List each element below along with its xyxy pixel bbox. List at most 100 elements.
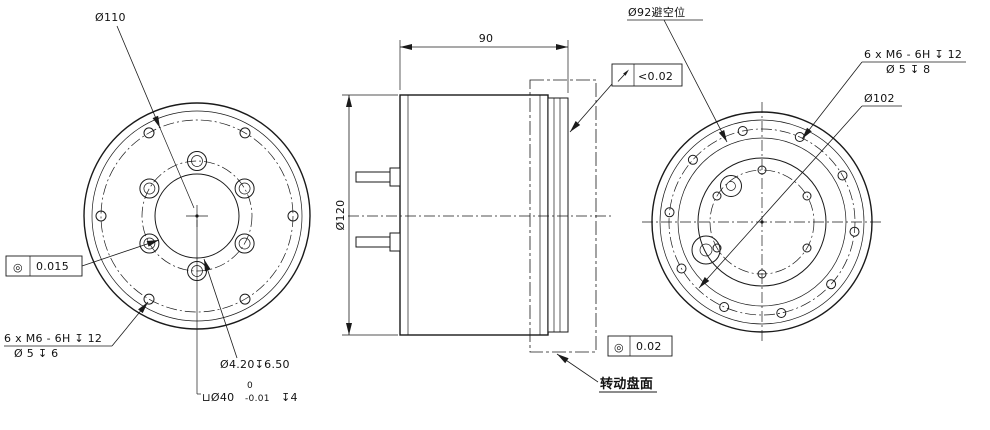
fcf-value: 0.02 bbox=[636, 340, 662, 353]
width-dimension: 90 bbox=[399, 32, 569, 93]
boss-note-suffix: ↧4 bbox=[281, 391, 298, 404]
clearance-note-group: Ø92避空位 bbox=[627, 5, 728, 143]
rear-feature-holes bbox=[691, 175, 742, 265]
bolt-hole bbox=[664, 207, 675, 218]
note-leader bbox=[111, 301, 149, 347]
bolt-hole bbox=[719, 302, 730, 312]
front-diameter-label: Ø110 bbox=[95, 11, 126, 24]
note-leader bbox=[663, 19, 728, 143]
rear-inner-holes bbox=[712, 165, 812, 279]
rear-outer-circle bbox=[651, 111, 873, 333]
runout-leader bbox=[569, 83, 613, 133]
front-diameter-leader-ext bbox=[159, 127, 195, 209]
dia-dim-text: Ø120 bbox=[334, 200, 347, 231]
bolt-hole bbox=[95, 210, 107, 222]
screw-hole-inner bbox=[238, 237, 251, 250]
center-hole-note: Ø4.20↧6.50 bbox=[220, 358, 290, 371]
rear-outer-holes bbox=[664, 126, 860, 318]
rear-center-point bbox=[760, 220, 764, 224]
side-fcf-concentricity: ◎ 0.02 bbox=[607, 335, 673, 357]
bolt-hole bbox=[849, 226, 860, 237]
bolt-hole bbox=[676, 263, 687, 274]
pin-base bbox=[389, 167, 401, 187]
bolt-circle-note: Ø102 bbox=[864, 92, 895, 105]
screw-hole-inner bbox=[238, 182, 251, 195]
pin-shaft bbox=[355, 236, 391, 248]
fcf-frame bbox=[611, 63, 683, 87]
width-dim-text: 90 bbox=[479, 32, 494, 45]
bolt-hole bbox=[826, 279, 837, 290]
runout-icon bbox=[617, 69, 629, 82]
thread-note-line2: Ø 5 ↧ 8 bbox=[886, 63, 930, 76]
bolt-hole bbox=[776, 308, 787, 318]
clearance-note: Ø92避空位 bbox=[628, 5, 685, 19]
inner-hole bbox=[712, 191, 722, 201]
front-bottom-notes: Ø4.20↧6.50 0 ⊔Ø40 -0.01 ↧4 bbox=[196, 220, 298, 404]
note-leader bbox=[698, 105, 863, 289]
center-hole-leader bbox=[203, 258, 238, 359]
inner-hole bbox=[712, 243, 722, 253]
front-bolt-circle bbox=[100, 119, 294, 313]
concentricity-icon: ◎ bbox=[614, 341, 624, 354]
pin-base bbox=[389, 232, 401, 252]
counterbored-hole bbox=[720, 175, 742, 197]
disc-envelope-phantom bbox=[529, 79, 597, 353]
pin-shaft bbox=[355, 171, 391, 183]
rotor-disc bbox=[547, 97, 569, 333]
fcf-leader bbox=[81, 239, 160, 267]
inner-hole bbox=[757, 269, 767, 279]
bolt-hole bbox=[143, 127, 155, 139]
runout-value: <0.02 bbox=[638, 70, 673, 83]
counterbored-hole bbox=[691, 235, 721, 265]
bolt-circle-note-group: Ø102 bbox=[698, 92, 902, 289]
screw-hole bbox=[234, 233, 255, 254]
boss-note-prefix: ⊔Ø40 bbox=[202, 391, 234, 404]
bolt-hole bbox=[239, 293, 251, 305]
face-label-group: 转动盘面 bbox=[556, 353, 657, 393]
side-view: 90 Ø120 <0.02 ◎ 0.02 bbox=[334, 32, 683, 393]
face-label: 转动盘面 bbox=[600, 376, 653, 392]
fcf-frame bbox=[607, 335, 673, 357]
bolt-hole bbox=[143, 293, 155, 305]
front-diameter-leader bbox=[116, 25, 161, 129]
rear-bolt-circle bbox=[668, 128, 856, 316]
screw-hole-inner bbox=[143, 182, 156, 195]
note-leader bbox=[801, 61, 863, 140]
counterbored-hole-inner bbox=[726, 181, 736, 191]
concentricity-icon: ◎ bbox=[13, 261, 23, 274]
boss-tol-lower: -0.01 bbox=[245, 394, 270, 404]
rear-inner-hole-circle bbox=[709, 169, 815, 275]
connector-pins bbox=[355, 167, 401, 252]
rear-holes-note: 6 x M6 - 6H ↧ 12 Ø 5 ↧ 8 bbox=[801, 48, 966, 140]
boss-tol-upper: 0 bbox=[247, 381, 253, 391]
screw-hole-inner bbox=[191, 155, 203, 167]
bolt-hole bbox=[687, 154, 698, 165]
face-label-leader bbox=[556, 353, 599, 383]
bolt-hole bbox=[239, 127, 251, 139]
front-holes-note: 6 x M6 - 6H ↧ 12 Ø 5 ↧ 6 bbox=[4, 301, 149, 360]
bolt-hole bbox=[837, 170, 848, 181]
front-screws bbox=[139, 151, 255, 281]
body-outline bbox=[399, 94, 549, 336]
bolt-hole bbox=[737, 126, 748, 136]
screw-hole bbox=[139, 178, 160, 199]
inner-hole bbox=[802, 243, 812, 253]
runout-fcf: <0.02 bbox=[569, 63, 683, 133]
thread-note-line1: 6 x M6 - 6H ↧ 12 bbox=[4, 332, 102, 345]
front-outer-holes bbox=[95, 127, 299, 305]
rear-view: Ø92避空位 6 x M6 - 6H ↧ 12 Ø 5 ↧ 8 Ø102 bbox=[627, 5, 966, 342]
counterbored-hole-inner bbox=[699, 243, 713, 257]
screw-hole bbox=[187, 151, 207, 171]
front-view: Ø110 ◎ 0.015 6 x M6 - 6H ↧ 12 Ø 5 ↧ 6 Ø4… bbox=[4, 11, 311, 404]
bolt-hole bbox=[287, 210, 299, 222]
fcf-value: 0.015 bbox=[36, 260, 69, 273]
rear-inner-edge-circle bbox=[659, 119, 865, 325]
front-fcf-concentricity: ◎ 0.015 bbox=[5, 239, 160, 277]
inner-hole bbox=[802, 191, 812, 201]
diameter-dimension: Ø120 bbox=[334, 94, 398, 336]
rear-rotor-disc bbox=[697, 157, 827, 287]
screw-hole bbox=[234, 178, 255, 199]
thread-note-line1: 6 x M6 - 6H ↧ 12 bbox=[864, 48, 962, 61]
